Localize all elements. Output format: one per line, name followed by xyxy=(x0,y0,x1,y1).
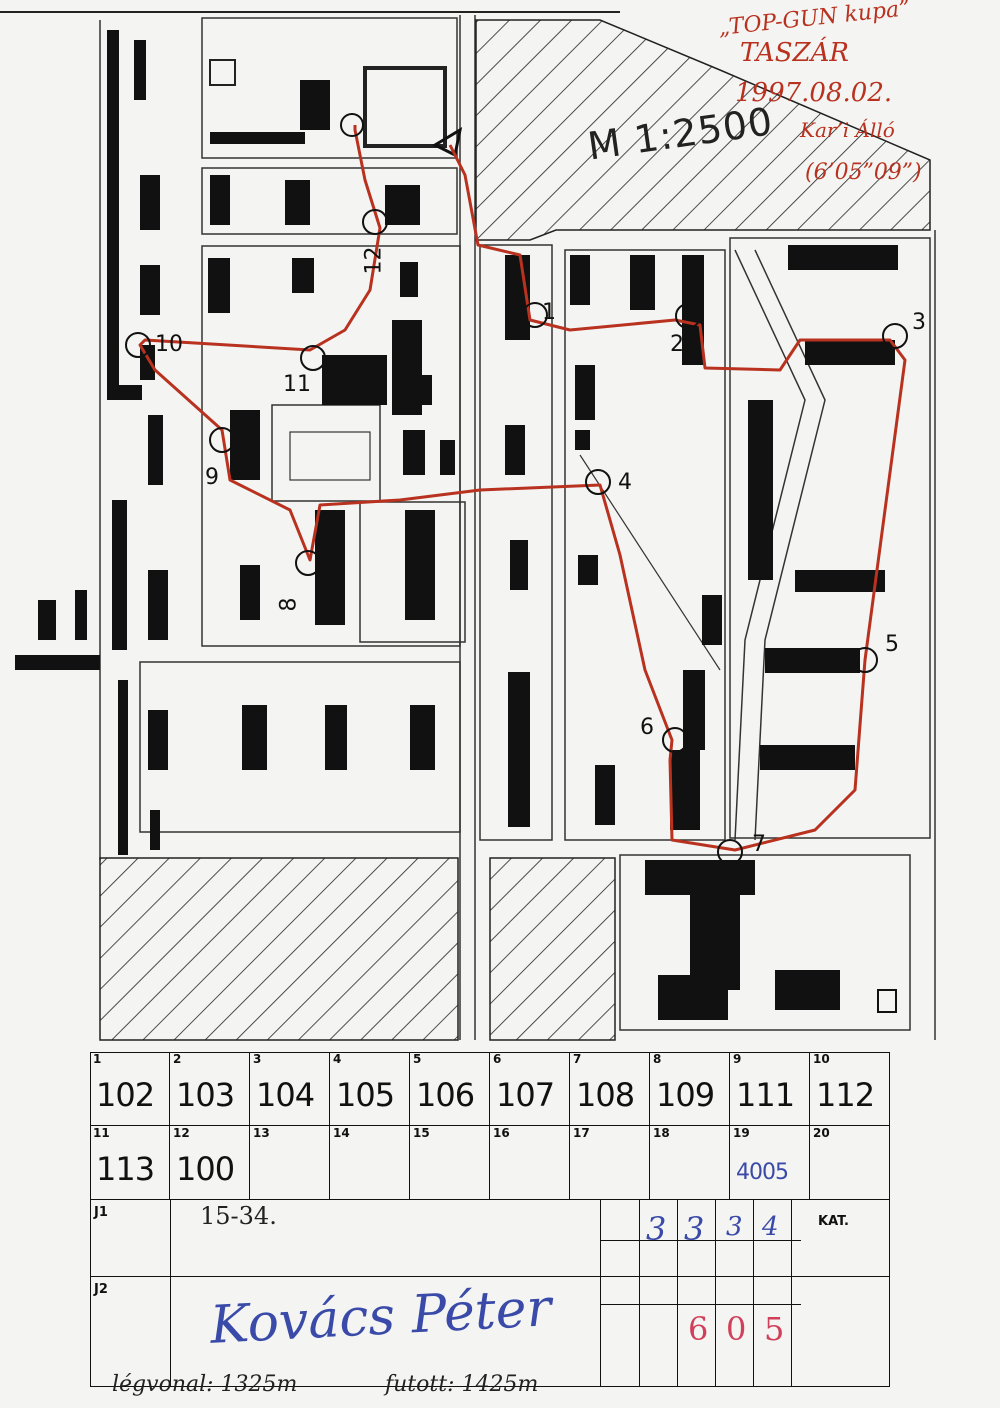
cell-number: 15 xyxy=(413,1126,430,1140)
cell-number: 6 xyxy=(493,1052,502,1066)
run-distance: futott: 1425m xyxy=(385,1372,539,1397)
card-cell: 2 103 xyxy=(170,1052,250,1126)
cell-number: 14 xyxy=(333,1126,350,1140)
cell-number: 11 xyxy=(93,1126,110,1140)
card-cell: 20 xyxy=(810,1126,890,1200)
cell-number: 8 xyxy=(653,1052,662,1066)
control-label: 6 xyxy=(640,715,654,740)
straight-distance: légvonal: 1325m xyxy=(112,1372,298,1397)
control-label: 11 xyxy=(283,372,311,397)
cell-number: 3 xyxy=(253,1052,262,1066)
cell-number: 5 xyxy=(413,1052,422,1066)
card-cell: 8 109 xyxy=(650,1052,730,1126)
cell-number: 7 xyxy=(573,1052,582,1066)
competition-place: TASZÁR xyxy=(740,38,849,68)
control-label: 8 xyxy=(276,597,302,612)
card-cell: 15 xyxy=(410,1126,490,1200)
card-cell: 14 xyxy=(330,1126,410,1200)
divider xyxy=(170,1200,171,1387)
control-code: 104 xyxy=(256,1076,315,1114)
card-cell: 17 xyxy=(570,1126,650,1200)
control-code: 113 xyxy=(96,1150,155,1188)
control-label: 5 xyxy=(885,632,899,657)
cat-digit: 3 xyxy=(684,1210,705,1248)
control-code: 109 xyxy=(656,1076,715,1114)
cell-number: 18 xyxy=(653,1126,670,1140)
card-cell: 12 100 xyxy=(170,1126,250,1200)
control-label: 10 xyxy=(155,332,183,357)
cell-number: 20 xyxy=(813,1126,830,1140)
card-cell: 3 104 xyxy=(250,1052,330,1126)
result-digit: 5 xyxy=(764,1310,785,1348)
cat-digit: 4 xyxy=(762,1212,779,1242)
kat-grid xyxy=(600,1200,801,1387)
cell-number: 19 xyxy=(733,1126,750,1140)
control-code: 102 xyxy=(96,1076,155,1114)
run-time: (6’05”09”) xyxy=(805,160,922,185)
card-cell: 4 105 xyxy=(330,1052,410,1126)
cell-number: 10 xyxy=(813,1052,830,1066)
card-frame xyxy=(90,1052,890,1387)
control-label: 9 xyxy=(205,465,219,490)
card-cell: 7 108 xyxy=(570,1052,650,1126)
control-card: 1 102 2 103 3 104 4 105 5 106 6 107 7 108 8 109 9 111 10 11… xyxy=(90,1052,890,1387)
card-cell: 16 xyxy=(490,1126,570,1200)
cell-number: 2 xyxy=(173,1052,182,1066)
cat-digit: 3 xyxy=(726,1212,743,1242)
cell-number: 9 xyxy=(733,1052,742,1066)
card-cell: 5 106 xyxy=(410,1052,490,1126)
cell-number: 1 xyxy=(93,1052,102,1066)
control-code: 106 xyxy=(416,1076,475,1114)
card-cell: 10 112 xyxy=(810,1052,890,1126)
card-cell: 11 113 xyxy=(90,1126,170,1200)
control-label: 4 xyxy=(618,470,632,495)
cell-number: 16 xyxy=(493,1126,510,1140)
control-label: 2 xyxy=(670,332,684,357)
control-code: 103 xyxy=(176,1076,235,1114)
card-cell: 19 4005 xyxy=(730,1126,810,1200)
control-code: 111 xyxy=(736,1076,795,1114)
divider xyxy=(90,1276,890,1277)
card-cell: 6 107 xyxy=(490,1052,570,1126)
result-digit: 0 xyxy=(726,1310,747,1348)
j1-label: J1 xyxy=(94,1205,108,1220)
cell-number: 13 xyxy=(253,1126,270,1140)
control-code: 112 xyxy=(816,1076,875,1114)
control-code: 105 xyxy=(336,1076,395,1114)
card-cell: 1 102 xyxy=(90,1052,170,1126)
cat-digit: 3 xyxy=(646,1210,667,1248)
control-code: 108 xyxy=(576,1076,635,1114)
card-cell: 13 xyxy=(250,1126,330,1200)
control-code: 107 xyxy=(496,1076,555,1114)
card-cell: 9 111 xyxy=(730,1052,810,1126)
cell-number: 12 xyxy=(173,1126,190,1140)
control-label: 12 xyxy=(361,246,387,275)
cell-number: 4 xyxy=(333,1052,342,1066)
orienteering-map xyxy=(0,11,936,1041)
card-cell: 18 xyxy=(650,1126,730,1200)
control-label: 7 xyxy=(752,832,766,857)
control-code: 100 xyxy=(176,1150,235,1188)
runner-note: Kar’i Álló xyxy=(800,118,895,142)
result-digit: 6 xyxy=(688,1310,709,1348)
control-code: 4005 xyxy=(736,1160,789,1185)
j2-label: J2 xyxy=(94,1282,108,1297)
competition-date: 1997.08.02. xyxy=(735,78,893,108)
cell-number: 17 xyxy=(573,1126,590,1140)
control-label: 3 xyxy=(912,310,926,335)
kat-label: KAT. xyxy=(818,1214,849,1229)
control-label: 1 xyxy=(542,300,556,325)
start-number: 15-34. xyxy=(200,1202,277,1230)
